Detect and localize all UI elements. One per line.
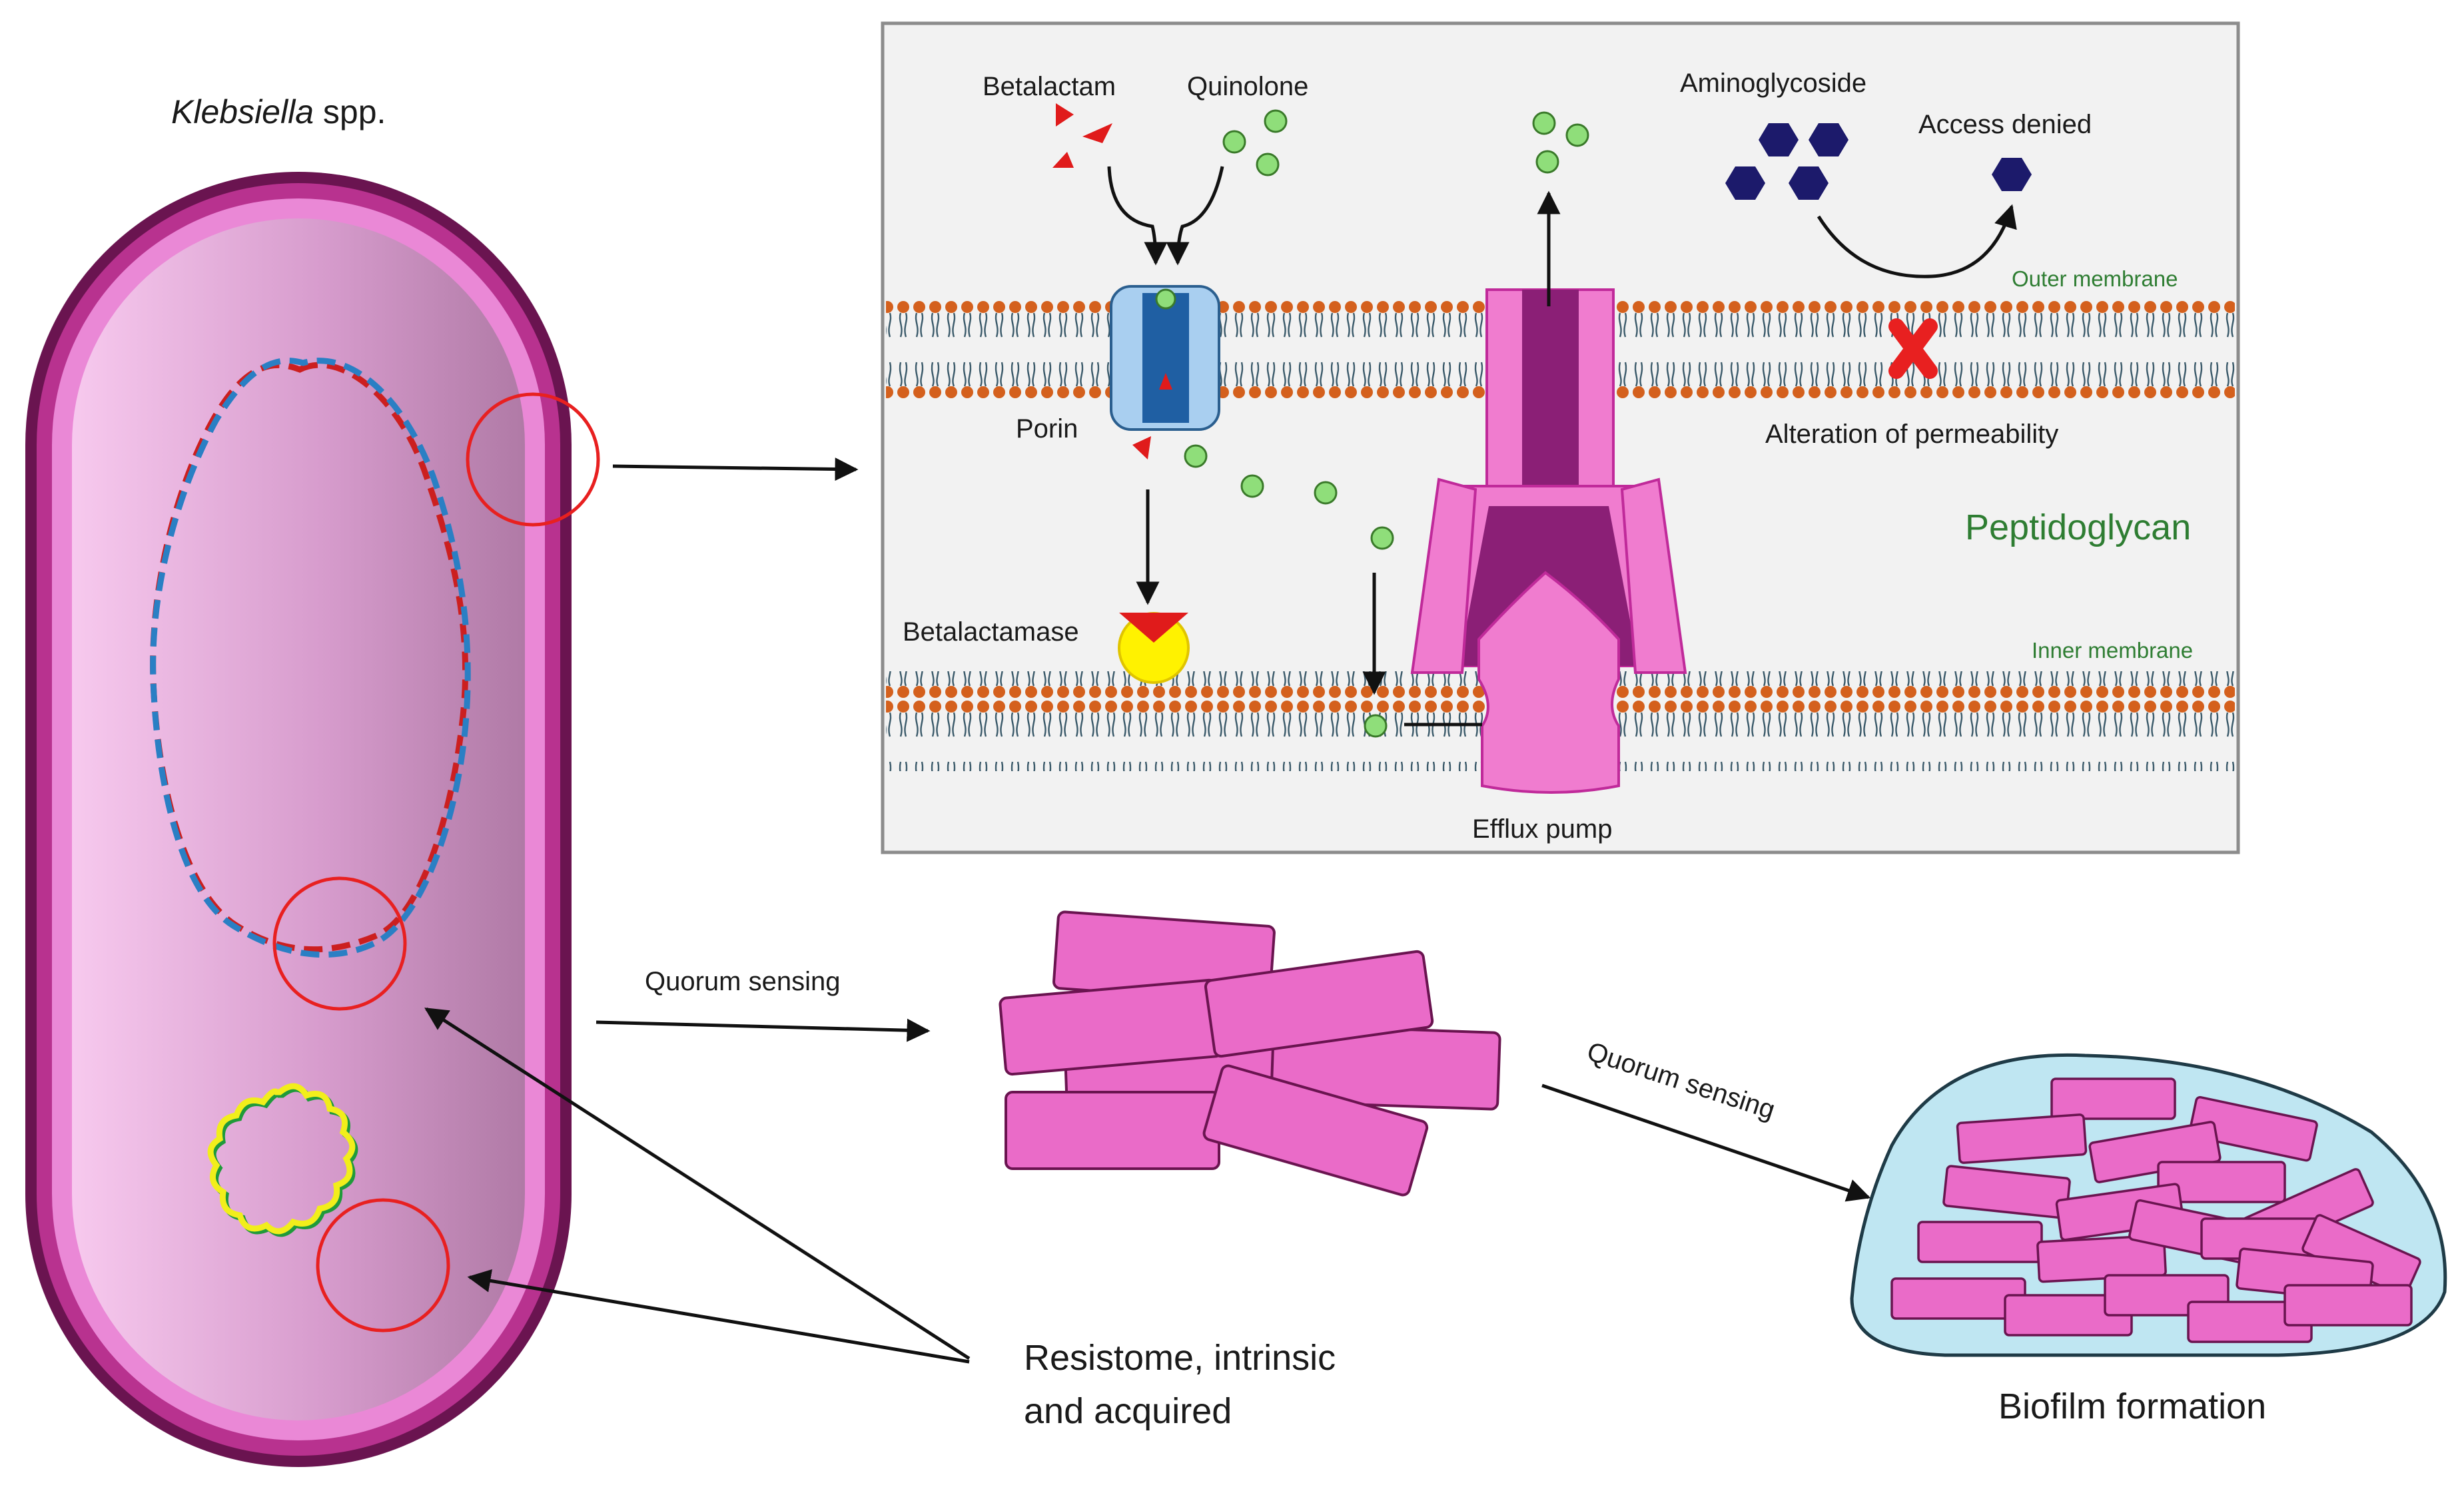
porin-label: Porin bbox=[1016, 414, 1078, 444]
chromosome-dna bbox=[150, 358, 471, 958]
betalactam-label: Betalactam bbox=[983, 72, 1116, 101]
porin-channel bbox=[1110, 285, 1220, 431]
quorum-sensing-label-2: Quorum sensing bbox=[1583, 1037, 1779, 1125]
quinolone-molecules bbox=[1184, 109, 1589, 738]
alteration-permeability-label: Alteration of permeability bbox=[1765, 420, 2058, 449]
plasmid-dna bbox=[207, 1083, 358, 1237]
chromosome-highlight-circle bbox=[272, 876, 407, 1011]
organism-title: Klebsiella spp. bbox=[171, 93, 386, 131]
betalactam-molecules bbox=[1052, 103, 1151, 459]
biofilm-formation-label: Biofilm formation bbox=[1998, 1386, 2266, 1426]
resistome-label-line1: Resistome, intrinsic bbox=[1024, 1338, 1336, 1378]
plasmid-highlight-circle bbox=[316, 1198, 450, 1333]
quorum-sensing-arrow-1 bbox=[596, 1018, 931, 1042]
bacteria-cluster bbox=[999, 910, 1501, 1197]
klebsiella-cell bbox=[25, 172, 572, 1467]
quinolone-label: Quinolone bbox=[1187, 72, 1308, 101]
quorum-sensing-label-1: Quorum sensing bbox=[645, 967, 840, 996]
blocked-x-icon bbox=[1888, 318, 1938, 379]
membrane-panel: Betalactam Quinolone Aminoglycoside Acce… bbox=[881, 21, 2240, 854]
inner-membrane-label: Inner membrane bbox=[2032, 638, 2193, 663]
biofilm bbox=[1850, 1053, 2447, 1357]
quorum-sensing-arrow-2 bbox=[1541, 1083, 1871, 1202]
betalactamase-label: Betalactamase bbox=[903, 617, 1079, 647]
zoom-arrow bbox=[612, 457, 859, 481]
resistome-label-line2: and acquired bbox=[1024, 1391, 1232, 1431]
efflux-pump bbox=[1410, 288, 1687, 794]
efflux-pump-label: Efflux pump bbox=[1472, 814, 1613, 844]
betalactamase-enzyme bbox=[1118, 612, 1190, 684]
aminoglycoside-label: Aminoglycoside bbox=[1680, 69, 1866, 98]
peptidoglycan-label: Peptidoglycan bbox=[1965, 507, 2191, 547]
membrane-highlight-circle bbox=[466, 392, 600, 527]
resistome-arrows bbox=[424, 1007, 971, 1364]
aminoglycoside-molecules bbox=[1725, 123, 2032, 200]
outer-membrane-label: Outer membrane bbox=[2012, 266, 2178, 291]
panel-arrows bbox=[1107, 166, 2017, 727]
access-denied-label: Access denied bbox=[1918, 110, 2092, 139]
